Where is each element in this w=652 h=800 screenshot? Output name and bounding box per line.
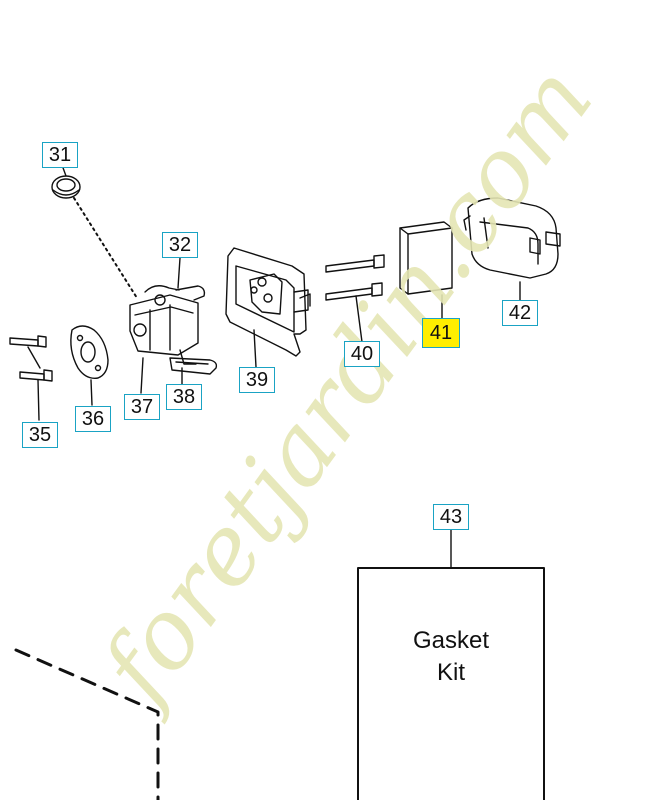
part-31-cap — [51, 175, 81, 199]
fuel-line-dotted — [73, 197, 138, 299]
leader-40 — [355, 295, 363, 343]
part-38-choke-lever — [169, 357, 218, 375]
part-39-filter-base — [225, 247, 311, 357]
part-label-41[interactable]: 41 — [422, 318, 460, 348]
part-label-35[interactable]: 35 — [22, 422, 58, 448]
part-42-filter-cover — [463, 197, 561, 279]
part-label-36[interactable]: 36 — [75, 406, 111, 432]
leader-37 — [140, 357, 144, 394]
part-label-31[interactable]: 31 — [42, 142, 78, 168]
dashed-outline — [14, 648, 160, 800]
leader-35 — [27, 346, 41, 421]
part-label-32[interactable]: 32 — [162, 232, 198, 258]
leader-36 — [90, 379, 93, 406]
leader-39 — [253, 329, 257, 368]
part-label-39[interactable]: 39 — [239, 367, 275, 393]
gasket-kit-line2: Kit — [436, 659, 465, 686]
part-label-38[interactable]: 38 — [166, 384, 202, 410]
gasket-kit-line1: Gasket — [412, 627, 490, 654]
part-36-gasket — [70, 325, 109, 379]
part-37-carburetor — [129, 285, 206, 365]
part-label-37[interactable]: 37 — [124, 394, 160, 420]
leader-32 — [177, 257, 181, 289]
part-label-43[interactable]: 43 — [433, 504, 469, 530]
part-35-screws — [9, 335, 53, 382]
gasket-kit-label: Gasket Kit — [358, 625, 544, 689]
part-label-40[interactable]: 40 — [344, 341, 380, 367]
part-label-42[interactable]: 42 — [502, 300, 538, 326]
part-40-screws — [325, 254, 385, 301]
part-41-air-filter — [399, 221, 453, 295]
